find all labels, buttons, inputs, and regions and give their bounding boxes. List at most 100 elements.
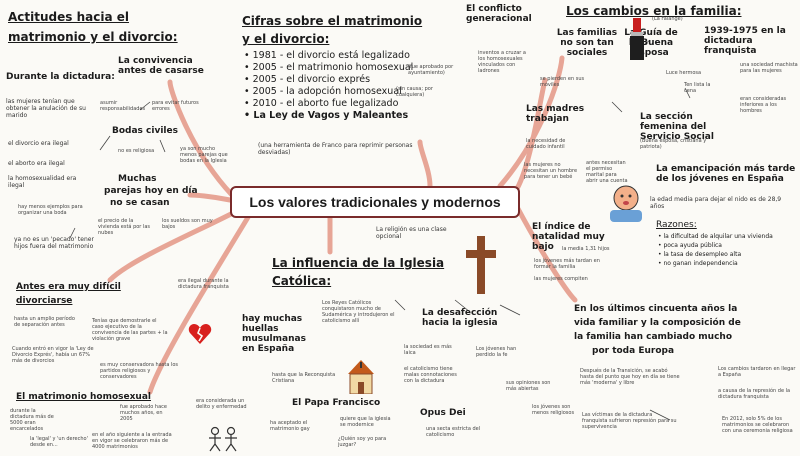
papa-acepta: ha aceptado el matrimonio gay: [270, 420, 310, 432]
asumir: asumir responsabilidades: [100, 100, 146, 112]
connector: [69, 227, 76, 239]
antes-permiso: antes necesitan el permiso marital para …: [586, 160, 628, 184]
cifra-item: 1981 - el divorcio está legalizado: [244, 50, 413, 62]
era-ilegal: era ilegal durante la dictadura franquis…: [178, 278, 229, 290]
tenias: Tenías que demostrarle el caso ejecutivo…: [92, 318, 168, 342]
cifra-herramienta: (una herramienta de Franco para reprimir…: [258, 142, 413, 156]
link-cifras: [417, 139, 433, 189]
link-cambios: [497, 55, 565, 189]
link-muchas: [187, 192, 233, 203]
broken-heart-icon: [188, 324, 212, 344]
muchas-2: parejas hoy en día: [104, 186, 198, 196]
papa-francisco: El Papa Francisco: [292, 398, 381, 408]
baby-icon: [610, 185, 642, 222]
link-ultimos: [513, 202, 578, 303]
cifra-item: La Ley de Vagos y Maleantes: [244, 110, 413, 122]
religion-opcional: La religión es una clase opcional: [376, 226, 447, 240]
emancipacion: La emancipación más tarde de los jóvenes…: [656, 164, 796, 184]
periodo-separacion: hasta un amplio período de separación an…: [14, 316, 75, 328]
necesidad: la necesidad de cuidado infantil: [526, 138, 566, 150]
muchas-3: no se casan: [110, 198, 170, 208]
familias: Las familias no son tan sociales: [556, 28, 618, 58]
seccion-femenina: La sección femenina del Servicio Social: [640, 112, 714, 142]
connector: [159, 139, 166, 153]
sociedad-machista: una sociedad machista para las mujeres: [740, 62, 798, 74]
precio-vivienda: el precio de la vivienda está por las nu…: [98, 218, 150, 236]
connector: [394, 299, 406, 311]
opiniones-abiertas: sus opiniones son más abiertas: [506, 380, 551, 392]
iglesia-title-line2: Católica:: [272, 274, 332, 288]
sueldos: los sueldos son muy bajos: [162, 218, 213, 230]
pecado: ya no es un 'pecado' tener hijos fuera d…: [14, 236, 94, 250]
homo-legal: la 'legal' y 'un derecho' desde en...: [30, 436, 88, 448]
razon-item: la dificultad de alquilar una vivienda: [658, 232, 772, 241]
edad-media: la edad media para dejar el nido es de 2…: [650, 196, 782, 210]
conflicto: El conflicto generacional: [466, 4, 532, 24]
iglesia-title-line1: La influencia de la Iglesia: [272, 256, 445, 270]
reyes-catolicos: Los Reyes Católicos conquistaron mucho d…: [322, 300, 395, 324]
cifras-title-line2: y el divorcio:: [242, 32, 330, 46]
cifra-item: 2005 - la adopción homosexual: [244, 86, 413, 98]
opus-dei: Opus Dei: [420, 408, 466, 418]
razon-item: no ganan independencia: [658, 259, 773, 268]
link-actitudes: [167, 79, 235, 198]
ultimos-despues: Después de la Transición, se acabó hasta…: [580, 368, 680, 386]
conservadora: es muy conservadora hasta los partidos r…: [100, 362, 179, 380]
papa-quiere: quiere que la iglesia se modernice: [340, 416, 391, 428]
ultimos-causa: a causa de la represión de la dictadura …: [718, 388, 791, 400]
cambios-title: Los cambios en la familia:: [566, 4, 742, 18]
homo-delito: era considerada un delito y enfermedad: [196, 398, 247, 410]
muchas-1: Muchas: [118, 174, 157, 184]
ten-lista: Ten lista la cena: [684, 82, 711, 94]
ultimos-line3: la familia han cambiado mucho: [574, 332, 732, 342]
connector: [139, 101, 151, 111]
buena-esposa: (Buena esposa, cristiana y patriota): [640, 138, 707, 150]
catolicismo-malas: el catolicismo tiene malas connotaciones…: [404, 366, 457, 384]
razones-list: la dificultad de alquilar una vivienda p…: [658, 232, 773, 268]
link-homosexual: [147, 211, 253, 395]
bodas-nota: ya son mucho menos parejas que bodas en …: [180, 146, 228, 164]
hay-menos: hay menos ejemplos para organizar una bo…: [18, 204, 83, 216]
natalidad: El índice de natalidad muy bajo: [532, 222, 605, 252]
lipstick-icon: [630, 18, 644, 60]
consideradas: eran consideradas inferiores a los hombr…: [740, 96, 787, 114]
hasta-reconquista: hasta que la Reconquista Cristiana: [272, 372, 336, 384]
divorciarse-title-line1: Antes era muy difícil: [16, 282, 121, 292]
cifras-list: 1981 - el divorcio está legalizado 2005 …: [244, 50, 414, 122]
link-divorciarse: [107, 209, 238, 283]
huellas-musulmanas: hay muchas huellas musulmanas en España: [242, 314, 306, 354]
bodas-civiles: Bodas civiles: [112, 126, 178, 136]
homo-encarcelados: durante la dictadura más de 5000 eran en…: [10, 408, 54, 432]
connector: [611, 101, 623, 113]
desafeccion: La desafección hacia la iglesia: [422, 308, 498, 328]
madres-trabajan: Las madres trabajan: [526, 104, 585, 124]
guia-buena-esposa: La Guía de la Buena esposa: [624, 28, 678, 58]
church-icon: [348, 360, 374, 394]
homo-holanda: en el año siguiente a la entrada en vigo…: [92, 432, 172, 450]
media-hijos: la media 1,31 hijos: [562, 246, 610, 252]
connector: [499, 304, 521, 316]
cifra-item: 2010 - el aborto fue legalizado: [244, 98, 413, 110]
link-familias: [512, 77, 548, 195]
razon-item: la tasa de desempleo alta: [658, 250, 773, 259]
luce: Luce hermosa: [666, 70, 702, 76]
opus-secta: una secta estricta del catolicismo: [426, 426, 481, 438]
ultimos-line2: vida familiar y la composición de: [574, 318, 741, 328]
connector: [454, 299, 471, 313]
couple-icon: [209, 426, 237, 452]
mujeres-no: las mujeres no necesitan un hombre para …: [524, 162, 578, 180]
connector: [684, 87, 691, 99]
mujeres-compiten: las mujeres compiten: [534, 276, 588, 282]
razones: Razones:: [656, 220, 697, 230]
ultimos-victimas: Las víctimas de la dictadura franquista …: [582, 412, 677, 430]
inventos: inventos a cruzar a los homosexuales vin…: [478, 50, 527, 74]
connector: [649, 409, 671, 421]
divorcio-ilegal: el divorcio era ilegal: [8, 140, 69, 147]
falange: (La Falange): [652, 16, 683, 22]
pierden: se pierden en sus móviles: [540, 76, 585, 88]
durante-dictadura: Durante la dictadura:: [6, 72, 115, 82]
cifras-title-line1: Cifras sobre el matrimonio: [242, 14, 423, 28]
cifra-sin-causa: (sin causa; por cualquiera): [396, 86, 433, 98]
papa-quien: ¿Quién soy yo para juzgar?: [338, 436, 387, 448]
